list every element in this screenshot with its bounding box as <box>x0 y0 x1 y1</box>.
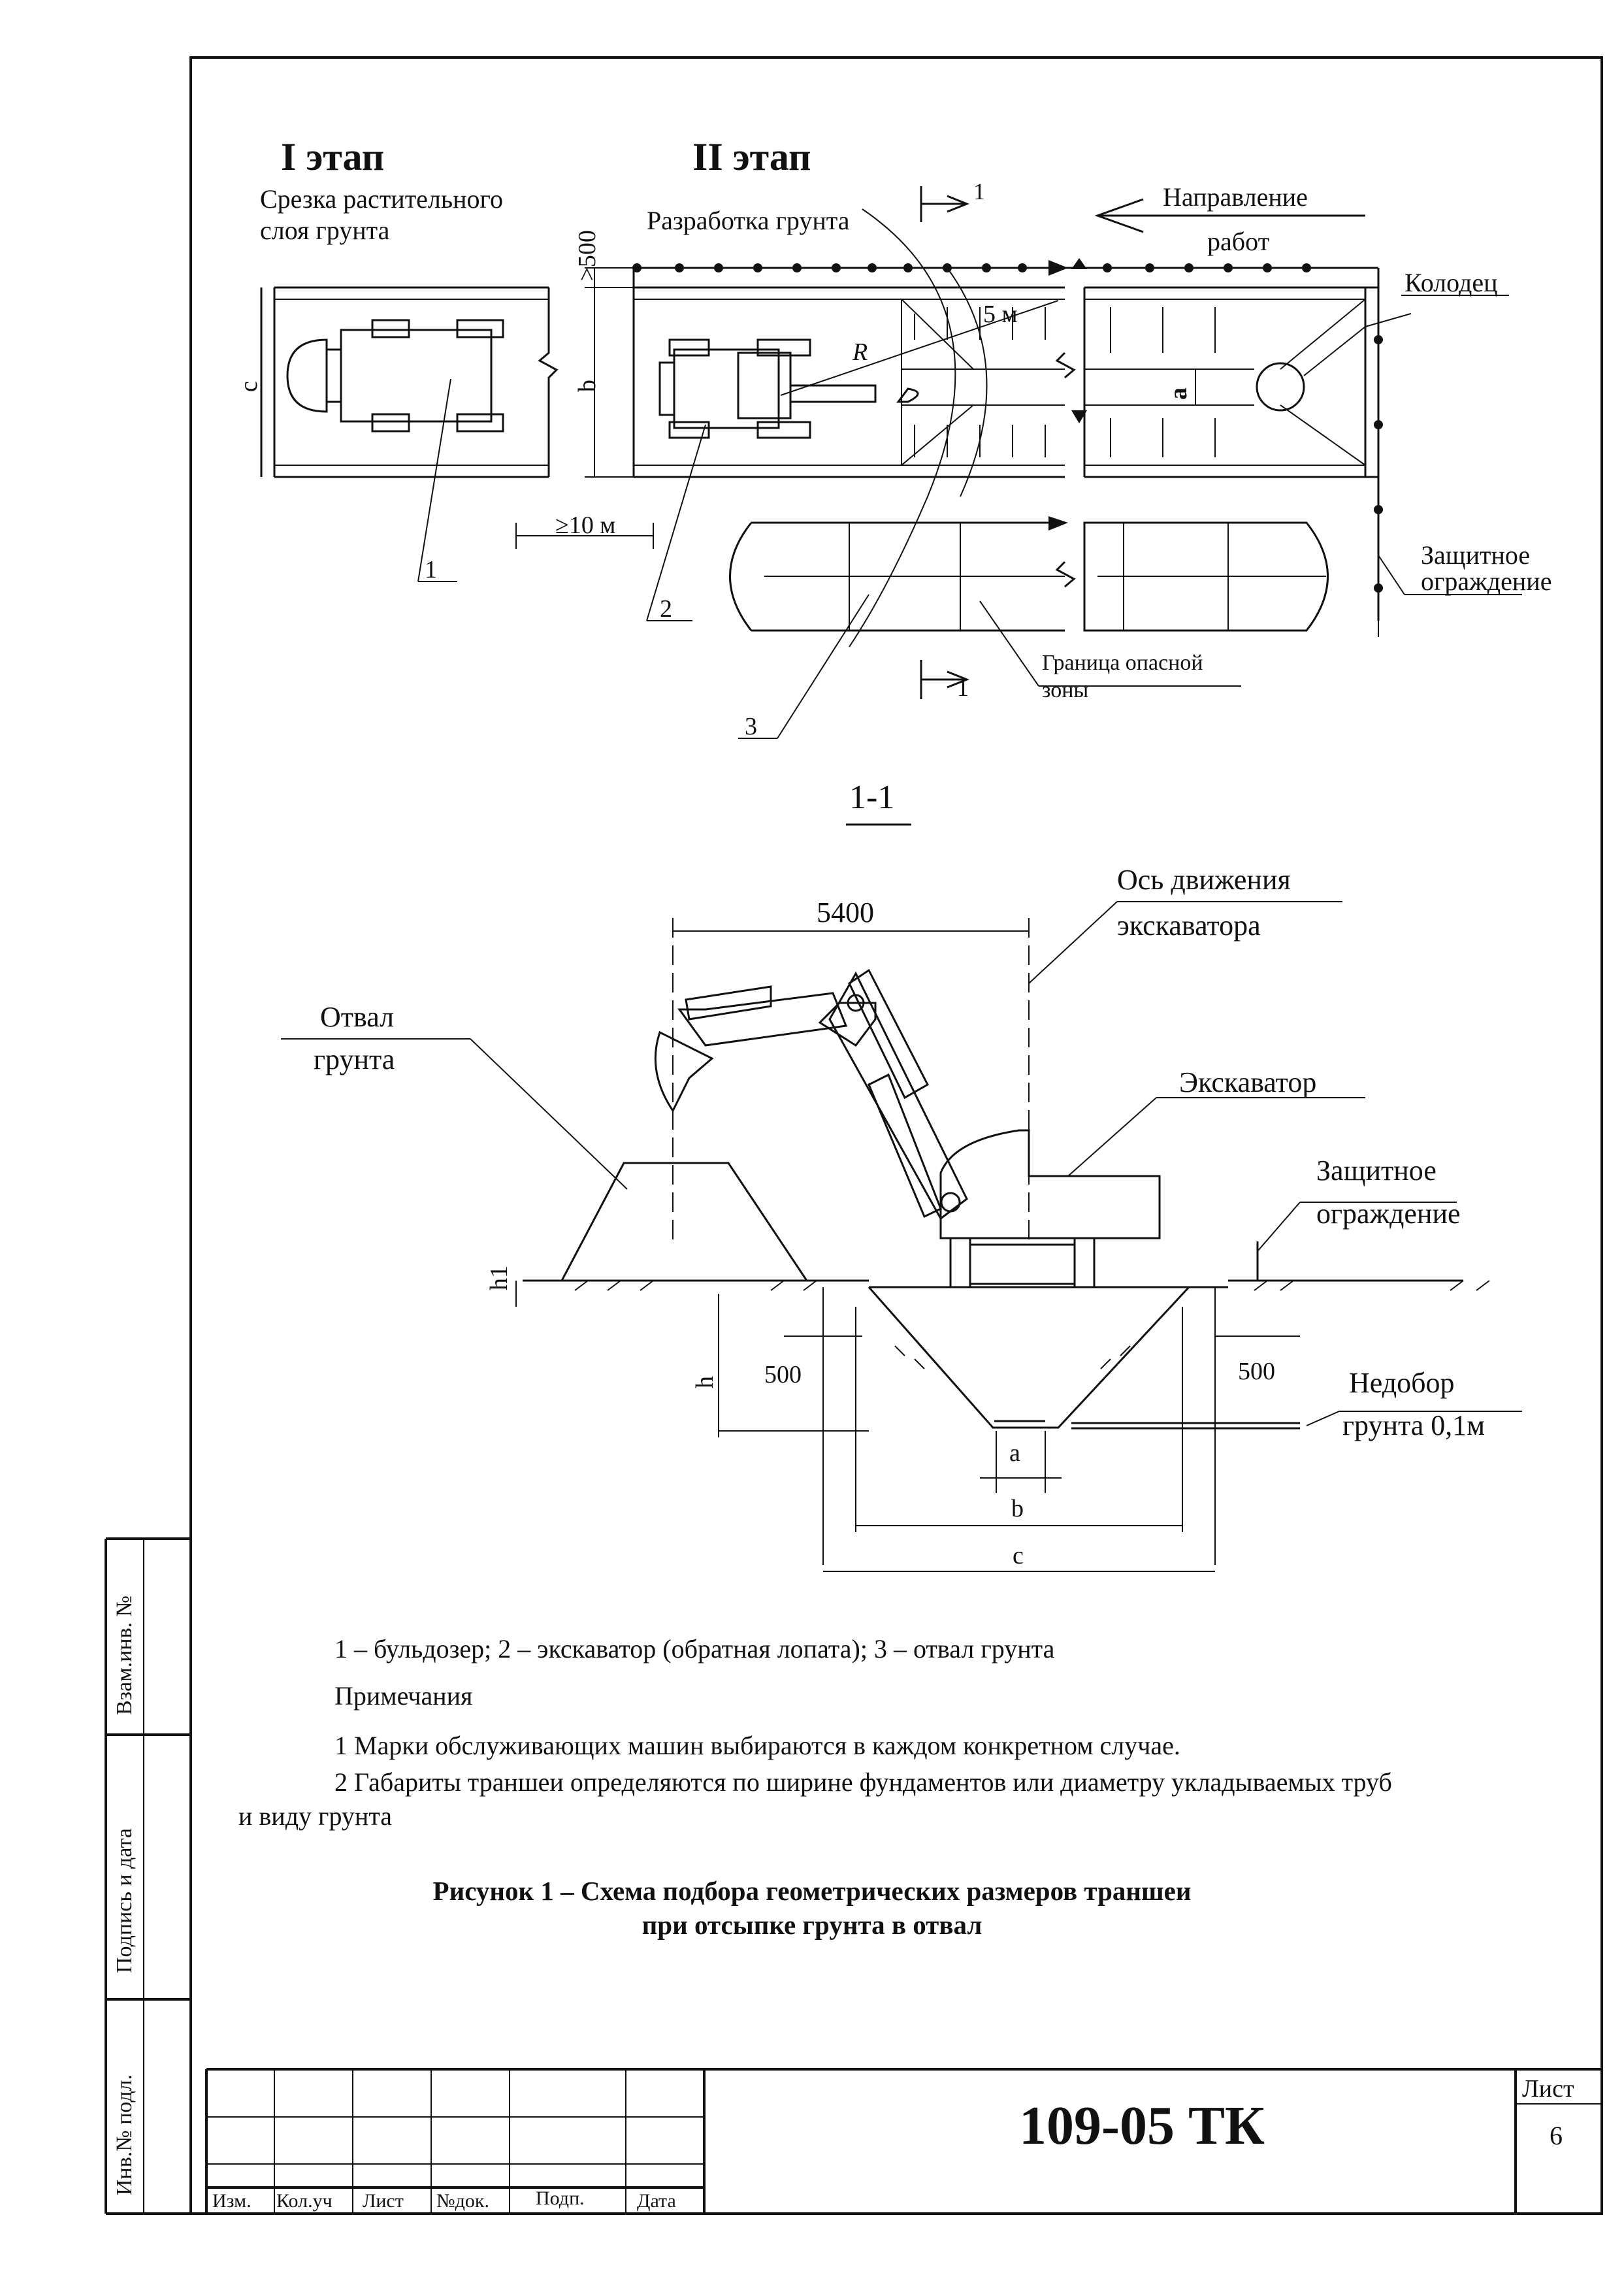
stage2-desc: Разработка грунта <box>647 206 850 235</box>
tb-kol: Кол.уч <box>276 2190 333 2212</box>
danger-zone-label-line1: Граница опасной <box>1042 651 1203 675</box>
callout-3: 3 <box>745 713 757 740</box>
note-2-line2: и виду грунта <box>238 1801 393 1831</box>
tb-podp: Подп. <box>536 2187 585 2209</box>
side-label-inv-orig: Инв.№ подл. <box>112 2074 137 2195</box>
tb-izm: Изм. <box>212 2190 252 2212</box>
section-fence-line1: Защитное <box>1316 1155 1437 1187</box>
legend-text: 1 – бульдозер; 2 – экскаватор (обратная … <box>334 1634 1055 1663</box>
stage1-title: I этап <box>281 135 385 178</box>
dim-5m: 5 м <box>983 301 1018 328</box>
dim-500-right: 500 <box>1238 1358 1275 1385</box>
section-mark-bottom: 1 <box>957 675 969 701</box>
note-1: 1 Марки обслуживающих машин выбираются в… <box>334 1731 1180 1760</box>
document-code: 109-05 ТК <box>1019 2095 1265 2156</box>
axis-label-line1: Ось движения <box>1117 864 1291 896</box>
dim-5400: 5400 <box>817 896 874 928</box>
excavator-section <box>654 968 1161 1288</box>
stage1-plan <box>260 286 654 582</box>
well-label: Колодец <box>1405 268 1498 297</box>
fence-label-line1: Защитное <box>1421 540 1531 570</box>
side-stamp-strip <box>105 1537 191 2215</box>
direction-label-line1: Направление <box>1163 182 1308 212</box>
figure-caption-line1: Рисунок 1 – Схема подбора геометрических… <box>432 1876 1192 1906</box>
notes-title: Примечания <box>334 1681 473 1711</box>
fence-posts <box>632 258 1383 593</box>
danger-zone-label-line2: зоны <box>1042 678 1089 702</box>
dim-500-left: 500 <box>764 1361 802 1388</box>
figure-caption-line2: при отсыпке грунта в отвал <box>641 1910 983 1940</box>
fence-label-line2: ограждение <box>1421 566 1552 596</box>
spoil-label-line1: Отвал <box>320 1001 395 1033</box>
shortfall-label-line1: Недобор <box>1349 1367 1455 1399</box>
stage2-plan <box>585 186 1522 739</box>
dim-b-section: b <box>1011 1495 1024 1522</box>
section-1-1 <box>281 823 1522 1572</box>
stage2-title: II этап <box>692 135 811 178</box>
dim-c-plan: с <box>235 381 263 392</box>
stage1-desc-line2: слоя грунта <box>260 216 390 245</box>
dim-c-section: c <box>1013 1542 1024 1569</box>
side-label-ref-inv: Взам.инв. № <box>112 1595 137 1715</box>
tb-sheet-label: Лист <box>1522 2075 1574 2103</box>
well-symbol <box>1256 362 1305 412</box>
dim-500-plan: ≥500 <box>574 230 601 281</box>
callout-1: 1 <box>425 556 437 583</box>
dim-10m: ≥10 м <box>555 512 616 539</box>
dim-a-section: a <box>1009 1439 1020 1467</box>
shortfall-label-line2: грунта 0,1м <box>1342 1409 1486 1441</box>
dim-b-plan: b <box>574 380 601 392</box>
dim-h: h <box>691 1376 719 1388</box>
tb-ndok: №док. <box>436 2190 489 2212</box>
dim-R: R <box>853 338 868 366</box>
callout-2: 2 <box>660 595 672 623</box>
tb-list: Лист <box>363 2190 404 2212</box>
stage1-desc-line1: Срезка растительного <box>260 184 503 214</box>
dim-h1: h1 <box>485 1266 513 1290</box>
section-mark-top: 1 <box>973 178 985 205</box>
spoil-label-line2: грунта <box>314 1043 395 1075</box>
sheet-frame <box>189 56 1603 2215</box>
excavator-label: Экскаватор <box>1179 1066 1317 1098</box>
tb-data: Дата <box>637 2190 676 2212</box>
direction-label-line2: работ <box>1207 227 1270 256</box>
title-block <box>205 2068 1602 2214</box>
tb-sheet-number: 6 <box>1550 2121 1563 2150</box>
side-label-sign-date: Подпись и дата <box>112 1828 137 1973</box>
section-fence-line2: ограждение <box>1316 1198 1461 1230</box>
section-title: 1-1 <box>849 779 895 816</box>
axis-label-line2: экскаватора <box>1117 909 1261 942</box>
note-2-line1: 2 Габариты траншеи определяются по ширин… <box>334 1767 1392 1797</box>
dim-a-plan: a <box>1165 387 1192 400</box>
